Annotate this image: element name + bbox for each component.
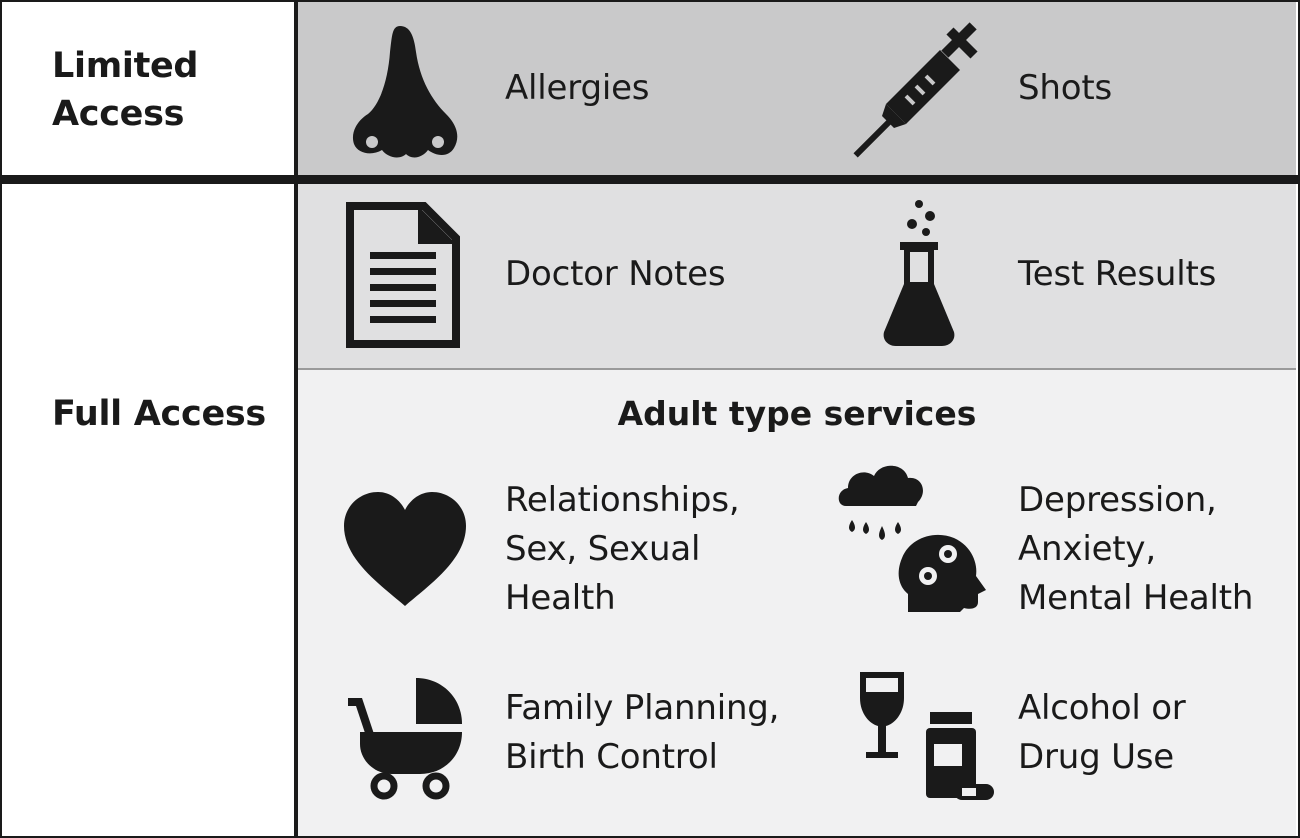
syringe-icon (842, 16, 994, 164)
limited-access-label: Limited Access (52, 46, 199, 134)
adult-services-heading: Adult type services (617, 394, 977, 433)
adult-services-band (298, 370, 1296, 836)
document-icon (346, 202, 460, 348)
nose-icon (350, 22, 462, 158)
column-divider (294, 0, 298, 838)
cloud-head-icon (836, 462, 996, 620)
doctor-notes-label: Doctor Notes (505, 254, 726, 294)
test-results-label: Test Results (1018, 254, 1217, 294)
row-divider (0, 175, 1300, 184)
mental-health-label: Depression, Anxiety, Mental Health (1018, 480, 1254, 618)
shots-label: Shots (1018, 68, 1112, 108)
family-planning-label: Family Planning, Birth Control (505, 688, 780, 777)
limited-access-band (298, 2, 1296, 177)
wine-pills-icon (856, 668, 998, 802)
alcohol-drug-label: Alcohol or Drug Use (1018, 688, 1186, 777)
allergies-label: Allergies (505, 68, 650, 108)
records-band (298, 184, 1296, 368)
relationships-label: Relationships, Sex, Sexual Health (505, 480, 740, 618)
full-access-label: Full Access (52, 394, 266, 434)
stroller-icon (346, 676, 464, 802)
heart-icon (342, 490, 468, 608)
records-divider (298, 368, 1296, 370)
flask-icon (882, 198, 956, 348)
